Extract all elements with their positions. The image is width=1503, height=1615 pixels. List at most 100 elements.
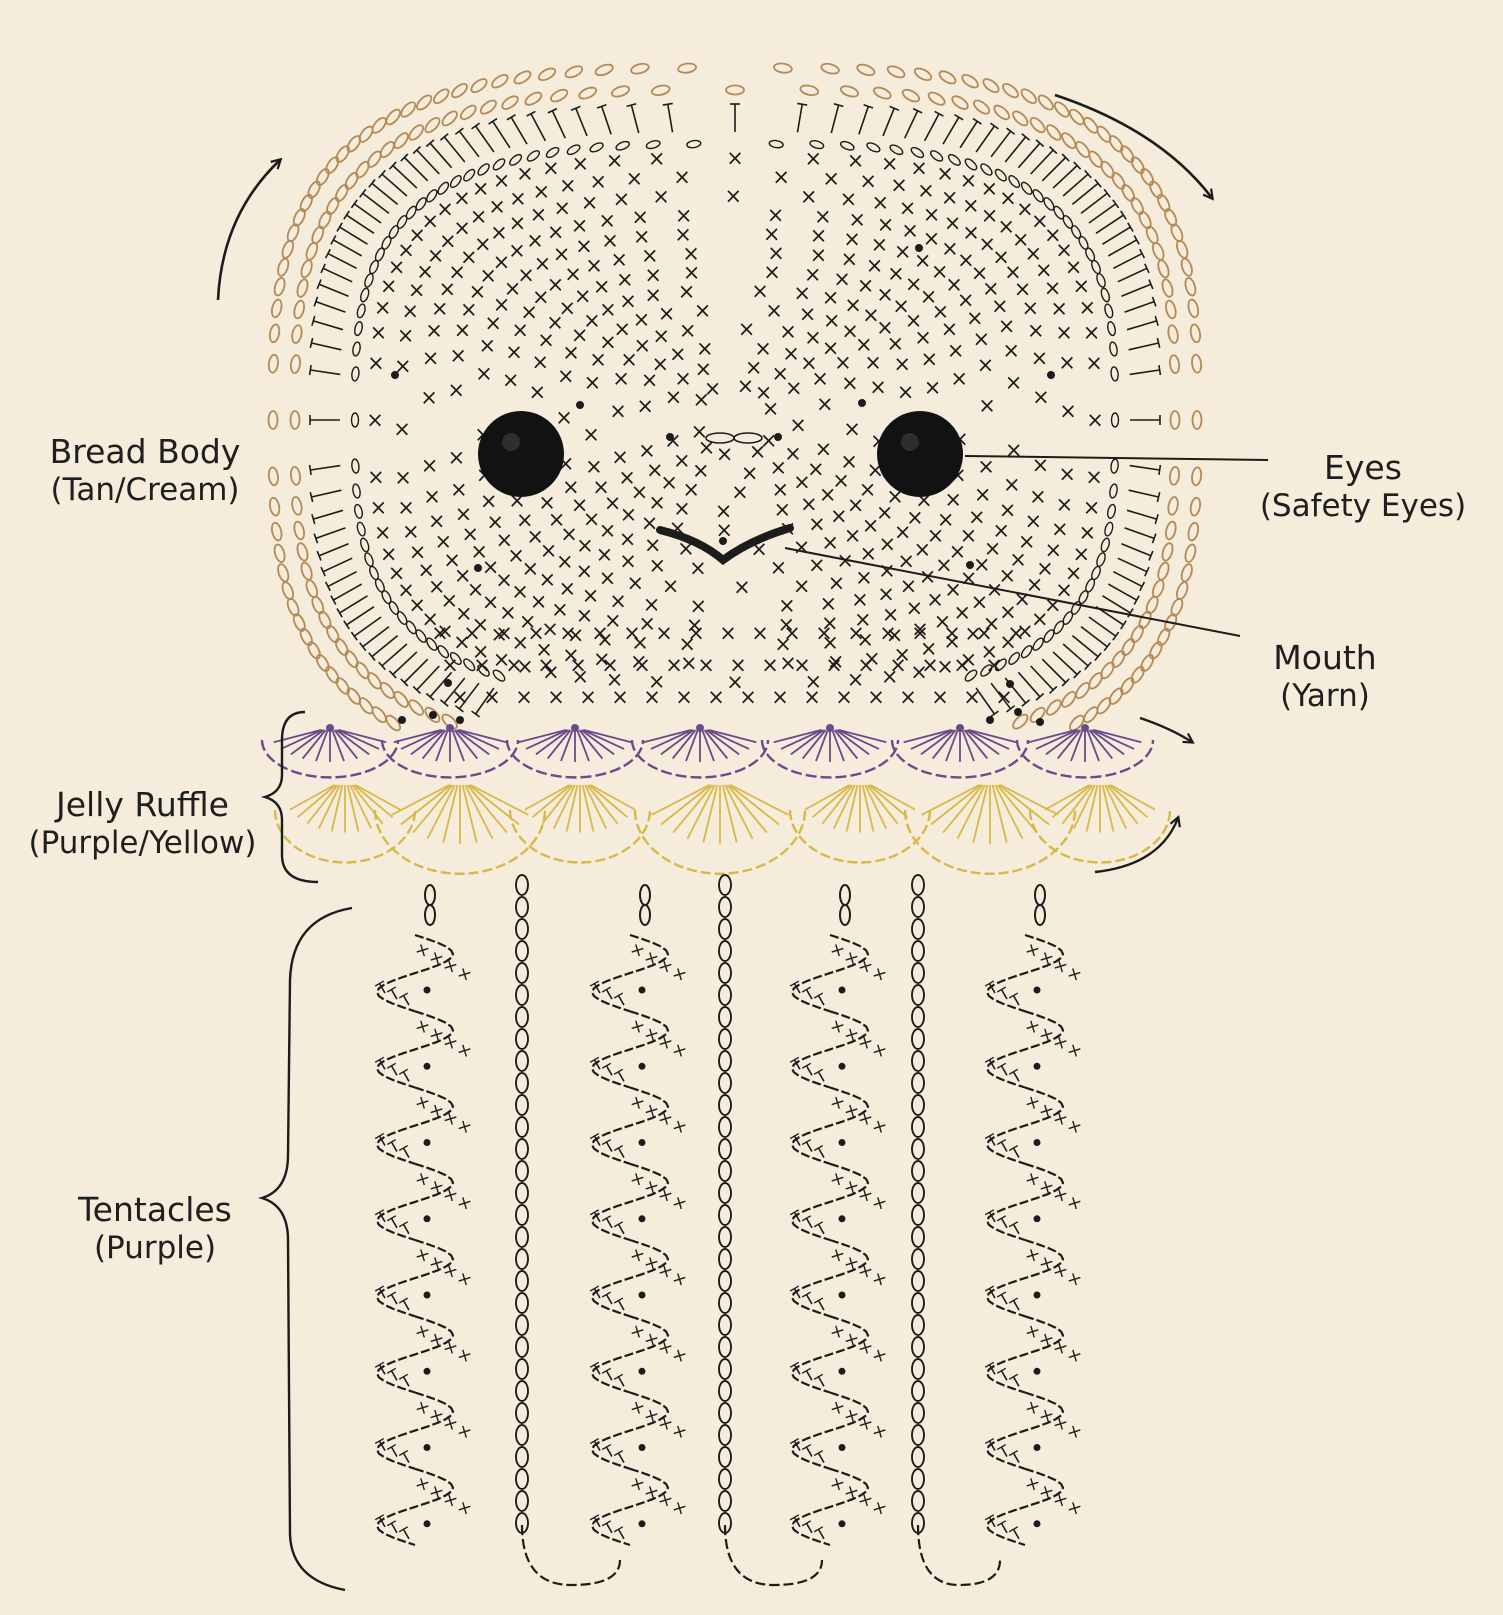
chain-stitch (719, 1051, 731, 1071)
single-crochet-stitch: × (495, 621, 513, 645)
tentacle-slip-stitch (639, 1292, 646, 1299)
double-crochet-stitch (552, 111, 565, 138)
single-crochet-stitch: × (436, 197, 454, 221)
double-crochet-stitch (313, 510, 343, 519)
single-crochet-stitch: × (486, 510, 504, 534)
chain-stitch (516, 1271, 528, 1291)
double-crochet-stitch (976, 126, 994, 152)
single-crochet-stitch: × (923, 227, 941, 251)
single-crochet-stitch: × (697, 653, 715, 677)
tan-chain-stitch (407, 698, 426, 717)
tan-chain-stitch (334, 676, 352, 696)
chain-stitch (719, 1007, 731, 1027)
single-crochet-stitch: × (910, 156, 928, 180)
double-crochet-top (331, 236, 336, 245)
single-crochet-stitch: × (962, 221, 980, 245)
single-crochet-stitch: × (448, 446, 466, 470)
single-crochet-stitch: × (894, 520, 912, 544)
chain-stitch (912, 875, 924, 895)
single-crochet-stitch: × (374, 521, 392, 545)
double-crochet-stitch (1108, 584, 1136, 600)
double-crochet-top (310, 365, 312, 375)
double-crochet-top (489, 119, 497, 125)
tentacle-top-chain (640, 885, 650, 905)
tan-chain-stitch (1139, 167, 1156, 187)
tan-chain-stitch (1120, 183, 1137, 203)
single-crochet-stitch: × (505, 340, 523, 364)
tan-chain-stitch (678, 62, 697, 73)
double-crochet-stitch (333, 240, 361, 256)
single-crochet-stitch: × (606, 149, 624, 173)
tentacle-slip-stitch (1034, 1444, 1041, 1451)
arrow-ruffle-right (1140, 718, 1192, 742)
double-crochet-stitch (576, 108, 587, 136)
single-crochet-stitch: × (953, 653, 971, 677)
chain-stitch (719, 1337, 731, 1357)
single-crochet-stitch: × (366, 408, 384, 432)
tan-chain-stitch (820, 62, 840, 75)
double-crochet-stitch (1031, 150, 1054, 174)
double-crochet-stitch (310, 370, 340, 374)
slip-stitch (474, 564, 482, 572)
double-crochet-stitch (1125, 302, 1155, 313)
single-crochet-stitch: × (751, 621, 769, 645)
double-crochet-stitch (393, 652, 417, 675)
single-crochet-stitch: × (423, 485, 441, 509)
single-crochet-stitch: × (1005, 370, 1023, 394)
chain-stitch (356, 521, 367, 536)
tan-chain-stitch (1156, 259, 1170, 279)
chain-stitch (1109, 341, 1118, 356)
single-crochet-stitch: × (822, 286, 840, 310)
single-crochet-stitch: × (562, 475, 580, 499)
single-crochet-stitch: × (855, 566, 873, 590)
chain-stitch (719, 1161, 731, 1181)
tan-chain-stitch (280, 581, 295, 601)
chain-stitch (359, 537, 370, 553)
chain-stitch (516, 1007, 528, 1027)
chain-stitch (1112, 413, 1119, 427)
single-crochet-stitch: × (508, 238, 526, 262)
single-crochet-stitch: × (441, 653, 459, 677)
double-crochet-top (1128, 223, 1133, 232)
double-crochet-stitch (1053, 166, 1077, 189)
double-crochet-top (990, 123, 998, 129)
chain-stitch (1020, 644, 1034, 659)
chain-stitch (719, 1095, 731, 1115)
tan-chain-stitch (800, 84, 820, 97)
tentacle-slip-stitch (1034, 1215, 1041, 1222)
chain-stitch (912, 1183, 924, 1203)
tan-chain-stitch (651, 84, 671, 97)
tentacle-top-chain (1035, 905, 1045, 925)
tentacle-top-chain (1035, 885, 1045, 905)
single-crochet-stitch: × (516, 162, 534, 186)
single-crochet-stitch: × (575, 559, 593, 583)
chain-stitch (516, 963, 528, 983)
tan-chain-stitch (960, 72, 980, 90)
double-crochet-top (331, 596, 336, 605)
tan-chain-stitch (886, 64, 906, 80)
single-crochet-stitch: × (784, 442, 802, 466)
single-crochet-stitch: × (923, 203, 941, 227)
mouth-title: Mouth (1250, 638, 1400, 678)
tan-chain-stitch (1164, 300, 1177, 320)
single-crochet-stitch: × (648, 554, 666, 578)
double-crochet-top (472, 711, 480, 717)
tentacle-slip-stitch (424, 987, 431, 994)
single-crochet-stitch: × (455, 502, 473, 526)
slip-stitch (1047, 371, 1055, 379)
double-crochet-stitch (1129, 343, 1159, 350)
chain-stitch (1061, 214, 1074, 230)
chain-stitch (719, 1117, 731, 1137)
purple-slip-stitch (1081, 724, 1089, 732)
single-crochet-stitch: × (920, 347, 938, 371)
double-crochet-stitch (347, 215, 375, 233)
double-crochet-top (1007, 128, 1015, 134)
double-crochet-stitch (363, 193, 389, 213)
chain-stitch (912, 1073, 924, 1093)
double-crochet-stitch (831, 105, 838, 133)
tentacle-slip-stitch (839, 1215, 846, 1222)
single-crochet-stitch: × (807, 457, 825, 481)
single-crochet-stitch: × (733, 575, 751, 599)
tan-chain-stitch (345, 686, 363, 706)
chain-stitch (719, 1073, 731, 1093)
